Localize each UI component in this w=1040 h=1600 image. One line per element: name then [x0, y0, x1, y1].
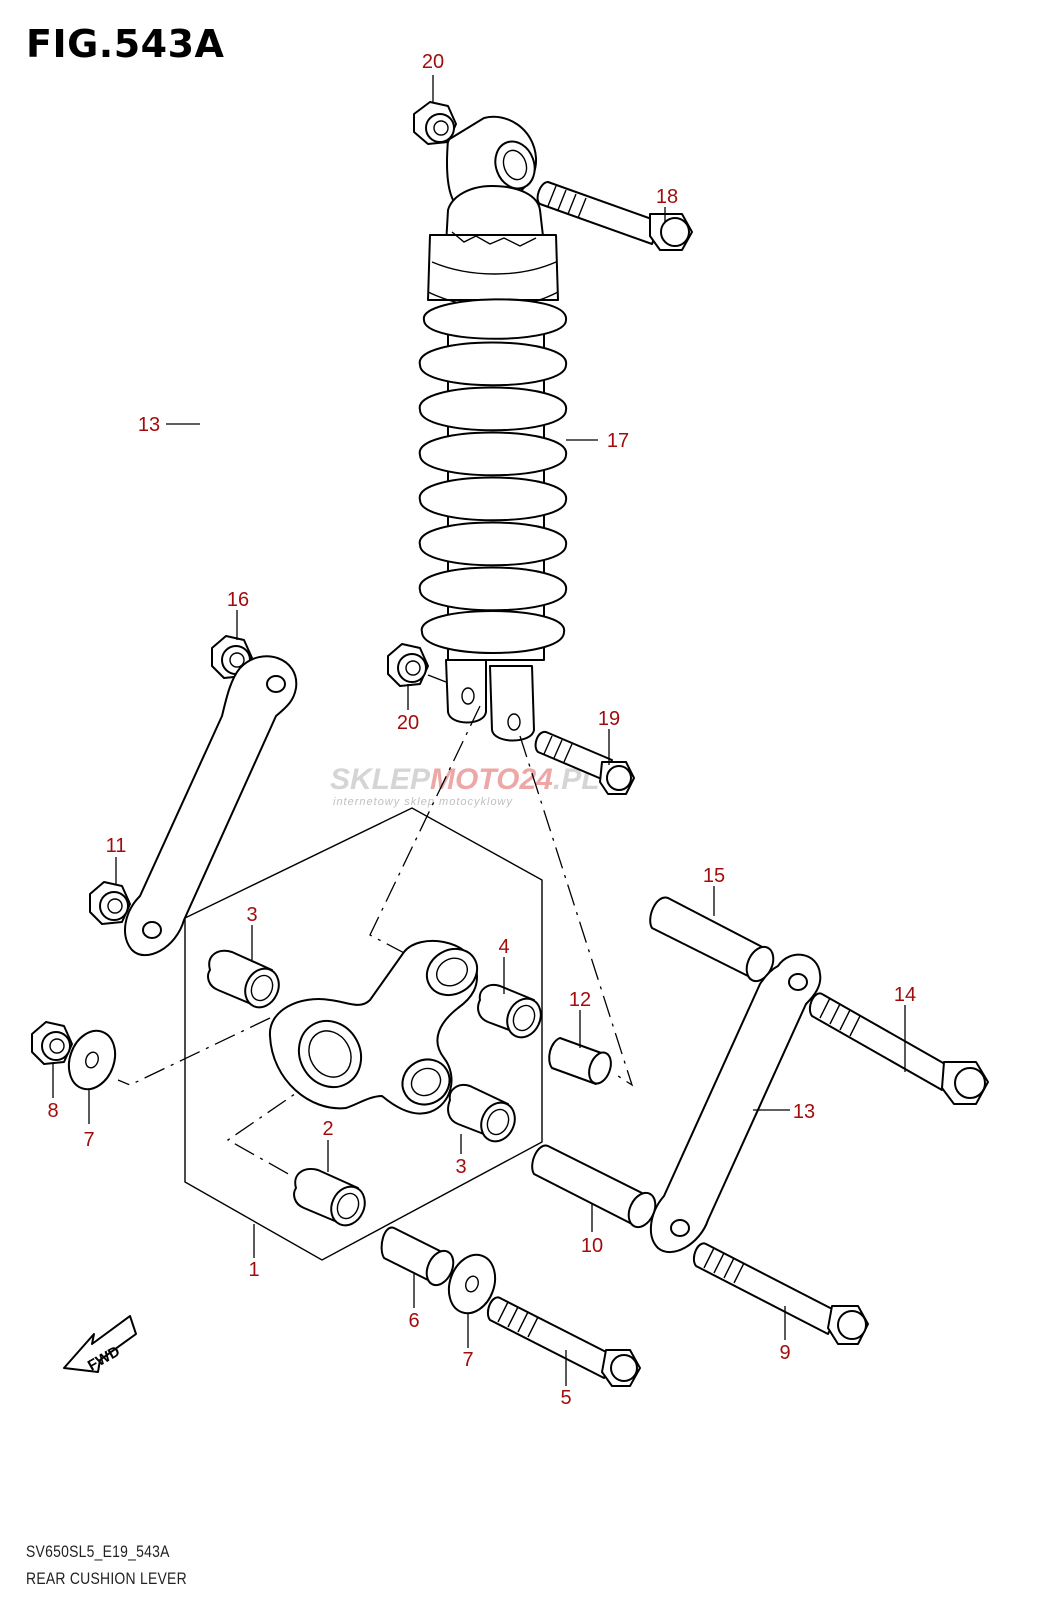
- bearing-3-lower[interactable]: [447, 1084, 521, 1147]
- cushion-rod-13-left[interactable]: [124, 655, 298, 956]
- callout-13-right: 13: [793, 1101, 815, 1123]
- callouts: 20 18 17 16 20 19 13 11 15 3 4 12 14 8 7…: [47, 51, 916, 1409]
- spacer-6[interactable]: [380, 1226, 459, 1290]
- spacer-15[interactable]: [649, 896, 778, 986]
- callout-20-lower: 20: [397, 712, 419, 734]
- fwd-arrow-icon: FWD: [63, 1315, 137, 1375]
- cushion-lever[interactable]: [268, 939, 486, 1115]
- bearing-4[interactable]: [477, 984, 547, 1043]
- callout-11: 11: [106, 835, 127, 857]
- callout-18: 18: [656, 186, 678, 208]
- callout-3-upper: 3: [246, 904, 257, 926]
- nut-20-top[interactable]: [413, 101, 457, 145]
- leader-lines: [52, 75, 906, 1386]
- callout-13-left: 13: [138, 414, 160, 436]
- callout-4: 4: [498, 936, 509, 958]
- svg-text:SKLEPMOTO24.PL: SKLEPMOTO24.PL: [330, 763, 600, 796]
- callout-7-lower: 7: [462, 1349, 473, 1371]
- callout-2: 2: [322, 1118, 333, 1140]
- callout-17: 17: [607, 430, 629, 452]
- bolt-9[interactable]: [692, 1242, 869, 1345]
- callout-1: 1: [248, 1259, 259, 1281]
- cushion-lever-assembly-outline: [184, 807, 543, 1261]
- callout-14: 14: [894, 984, 916, 1006]
- callout-16: 16: [227, 589, 249, 611]
- figure-title: FIG.543A: [26, 22, 225, 66]
- callout-19: 19: [598, 708, 620, 730]
- figure-name: REAR CUSHION LEVER: [26, 1569, 187, 1588]
- watermark-brand-accent: MOTO: [430, 763, 519, 796]
- rear-shock-absorber[interactable]: [418, 115, 568, 742]
- watermark-brand-left: SKLEP: [330, 763, 431, 796]
- callout-7-left: 7: [83, 1129, 94, 1151]
- spacer-10[interactable]: [531, 1144, 660, 1232]
- callout-10: 10: [581, 1235, 603, 1257]
- callout-15: 15: [703, 865, 725, 887]
- nut-20-lower[interactable]: [387, 643, 447, 687]
- callout-3-lower: 3: [455, 1156, 466, 1178]
- figure-code: SV650SL5_E19_543A: [26, 1542, 170, 1561]
- coil-spring: [418, 298, 568, 654]
- callout-6: 6: [408, 1310, 419, 1332]
- spacer-12[interactable]: [548, 1037, 615, 1086]
- watermark-brand-number: 24: [518, 763, 553, 796]
- nut-8[interactable]: [31, 1021, 73, 1065]
- callout-9: 9: [779, 1342, 790, 1364]
- bolt-18[interactable]: [536, 181, 693, 251]
- cushion-rod-13-right[interactable]: [649, 953, 822, 1254]
- callout-8: 8: [47, 1100, 58, 1122]
- nut-11[interactable]: [89, 881, 131, 925]
- callout-5: 5: [560, 1387, 571, 1409]
- washer-7-left[interactable]: [61, 1024, 123, 1095]
- bearing-2[interactable]: [293, 1168, 371, 1231]
- watermark: SKLEPMOTO24.PL internetowy sklep motocyk…: [330, 763, 600, 808]
- washer-7-lower[interactable]: [441, 1248, 503, 1319]
- bolt-19[interactable]: [534, 730, 635, 795]
- callout-20-top: 20: [422, 51, 444, 73]
- watermark-tagline: internetowy sklep motocyklowy: [333, 796, 514, 808]
- alignment-lines: [117, 705, 634, 1177]
- bolt-14[interactable]: [808, 992, 989, 1105]
- bolt-5[interactable]: [486, 1296, 641, 1387]
- bearing-3-upper[interactable]: [207, 950, 285, 1013]
- callout-12: 12: [569, 989, 591, 1011]
